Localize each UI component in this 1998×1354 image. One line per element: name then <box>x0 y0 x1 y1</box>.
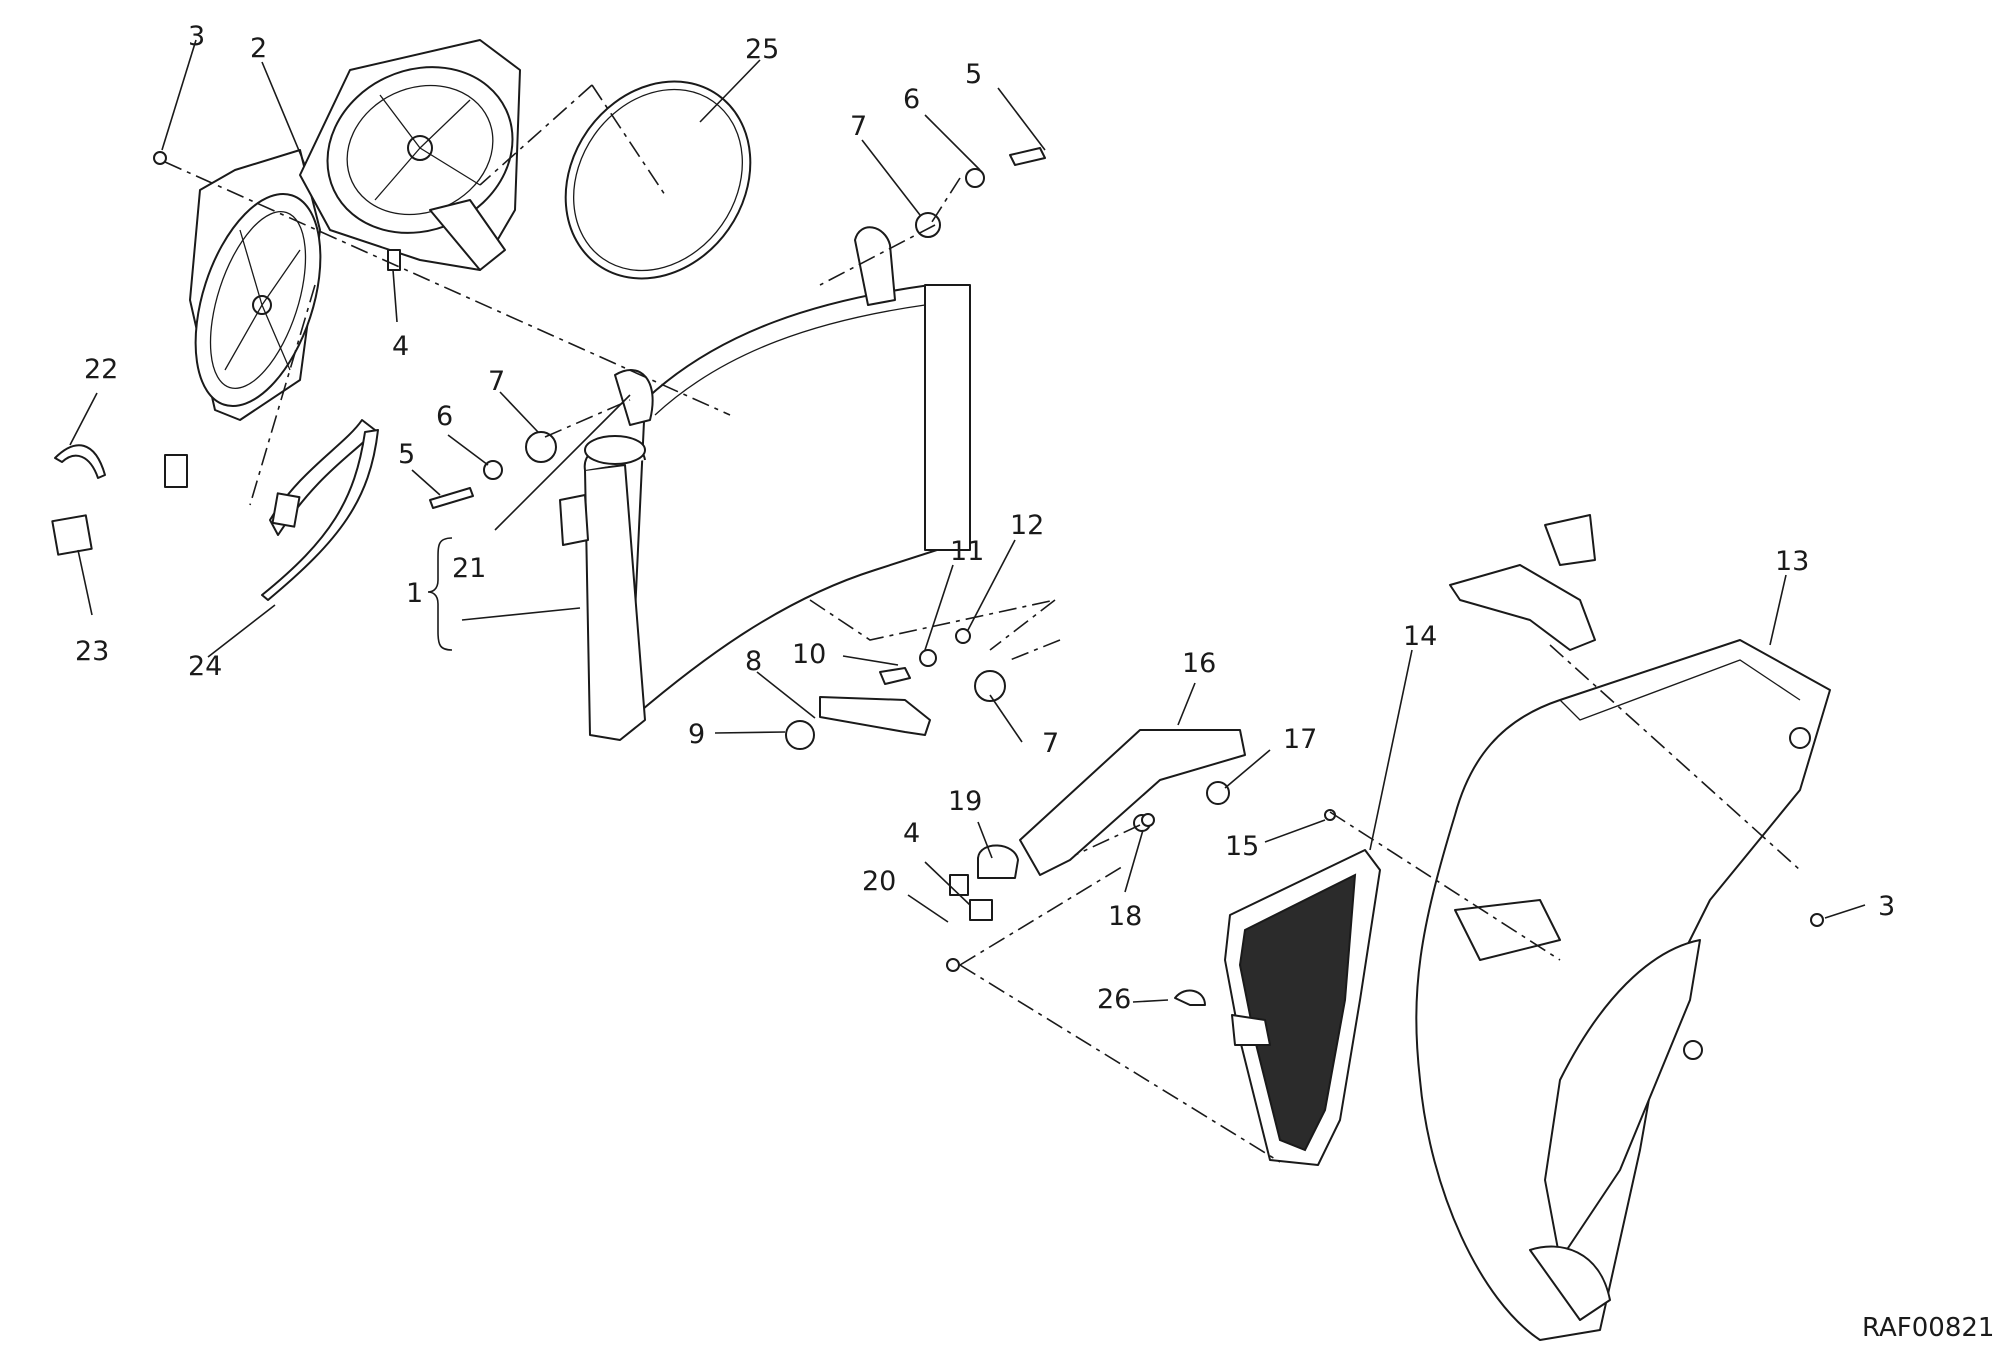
callout-6: 6 <box>903 84 920 115</box>
upper-mount-bracket <box>1449 514 1596 651</box>
callout-12: 12 <box>1010 510 1044 541</box>
callout-15: 15 <box>1225 831 1259 862</box>
callout-21: 21 <box>452 553 486 584</box>
clip-parts <box>51 444 106 556</box>
air-duct-strip <box>261 419 379 601</box>
callout-14: 14 <box>1403 621 1437 652</box>
callout-5: 5 <box>965 59 982 90</box>
callout-6: 6 <box>436 401 453 432</box>
callout-3: 3 <box>1878 891 1895 922</box>
radiator-grille <box>1224 849 1381 1166</box>
callout-4: 4 <box>903 818 920 849</box>
mounting-bracket <box>785 628 1006 750</box>
callout-16: 16 <box>1182 648 1216 679</box>
assembly-brace <box>427 537 453 651</box>
callout-7: 7 <box>850 111 867 142</box>
callout-25: 25 <box>745 34 779 65</box>
callout-8: 8 <box>745 646 762 677</box>
seal-ring <box>564 80 752 280</box>
callout-26: 26 <box>1097 984 1131 1015</box>
callout-17: 17 <box>1283 724 1317 755</box>
cooling-fan-right <box>299 39 521 271</box>
radiator <box>559 226 971 741</box>
callout-19: 19 <box>948 786 982 817</box>
cooling-fan-left <box>164 149 322 488</box>
assembly-lines <box>164 84 1801 1163</box>
callout-2: 2 <box>250 33 267 64</box>
callout-7: 7 <box>1042 728 1059 759</box>
callout-18: 18 <box>1108 901 1142 932</box>
fasteners <box>153 147 1824 1006</box>
side-fairing-panel <box>1415 639 1831 1341</box>
callout-20: 20 <box>862 866 896 897</box>
callout-11: 11 <box>950 536 984 567</box>
callout-3: 3 <box>188 21 205 52</box>
callout-10: 10 <box>792 639 826 670</box>
support-bracket <box>946 729 1246 972</box>
drawing-code: RAF00821 <box>1862 1313 1994 1343</box>
callout-1: 1 <box>406 578 423 609</box>
callout-23: 23 <box>75 636 109 667</box>
leader-lines <box>69 39 1866 1003</box>
callout-7: 7 <box>488 366 505 397</box>
callout-labels: 3 2 25 5 6 7 4 22 7 6 5 21 1 23 24 11 12… <box>75 21 1895 1015</box>
callout-9: 9 <box>688 719 705 750</box>
callout-4: 4 <box>392 331 409 362</box>
callout-22: 22 <box>84 354 118 385</box>
callout-24: 24 <box>188 651 222 682</box>
callout-13: 13 <box>1775 546 1809 577</box>
callout-5: 5 <box>398 439 415 470</box>
